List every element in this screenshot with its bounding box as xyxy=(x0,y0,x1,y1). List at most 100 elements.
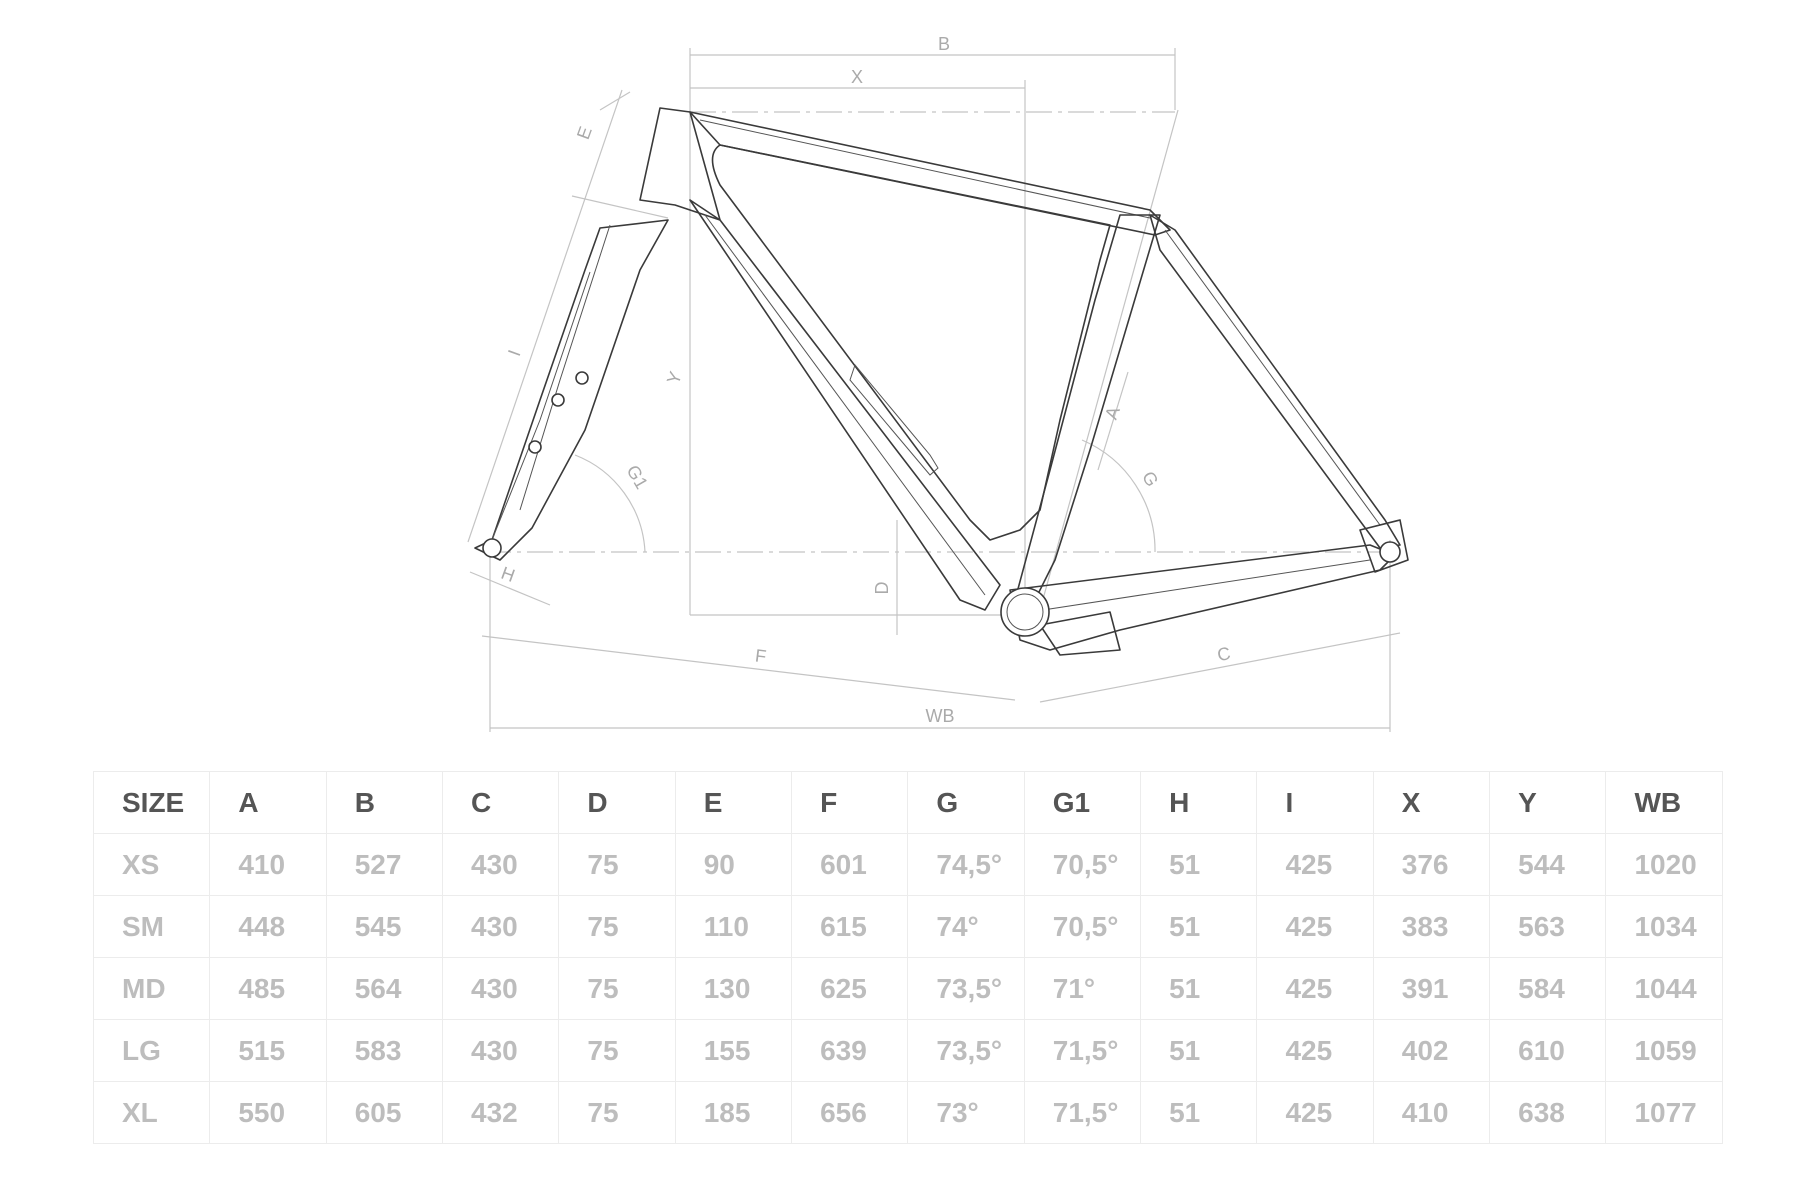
cell-y: 563 xyxy=(1489,895,1607,958)
table-header-row: SIZE A B C D E F G G1 H I X Y WB xyxy=(92,771,1723,834)
cell-x: 402 xyxy=(1372,1019,1491,1082)
cell-y: 638 xyxy=(1489,1081,1607,1144)
cell-g: 74° xyxy=(907,895,1025,958)
header-f: F xyxy=(791,771,909,834)
cell-a: 515 xyxy=(209,1019,327,1082)
cell-e: 185 xyxy=(674,1081,793,1144)
label-x: X xyxy=(851,67,863,87)
cell-f: 601 xyxy=(791,833,909,896)
cell-b: 545 xyxy=(325,895,444,958)
label-e: E xyxy=(573,124,596,142)
cell-i: 425 xyxy=(1256,1019,1374,1082)
cell-wb: 1059 xyxy=(1605,1019,1723,1082)
header-b: B xyxy=(325,771,444,834)
header-i: I xyxy=(1256,771,1374,834)
cell-d: 75 xyxy=(558,895,676,958)
cell-g: 73,5° xyxy=(907,957,1025,1020)
cell-wb: 1034 xyxy=(1605,895,1723,958)
cell-f: 656 xyxy=(791,1081,909,1144)
cell-e: 90 xyxy=(674,833,793,896)
header-size: SIZE xyxy=(92,771,211,834)
cell-i: 425 xyxy=(1256,1081,1374,1144)
cell-c: 432 xyxy=(442,1081,560,1144)
cell-c: 430 xyxy=(442,1019,560,1082)
label-wb: WB xyxy=(926,706,955,726)
label-d: D xyxy=(872,582,892,595)
header-e: E xyxy=(674,771,793,834)
cell-wb: 1020 xyxy=(1605,833,1723,896)
cell-d: 75 xyxy=(558,833,676,896)
label-y: Y xyxy=(663,369,686,387)
label-b: B xyxy=(938,34,950,54)
cell-b: 583 xyxy=(325,1019,444,1082)
cell-i: 425 xyxy=(1256,833,1374,896)
cell-g1: 71° xyxy=(1023,957,1142,1020)
label-i: I xyxy=(504,347,525,359)
label-g: G xyxy=(1138,468,1162,490)
cell-x: 376 xyxy=(1372,833,1491,896)
cell-size: SM xyxy=(92,895,211,958)
cell-b: 527 xyxy=(325,833,444,896)
cell-d: 75 xyxy=(558,1019,676,1082)
cell-e: 155 xyxy=(674,1019,793,1082)
cell-x: 391 xyxy=(1372,957,1491,1020)
cell-h: 51 xyxy=(1140,1019,1258,1082)
cell-d: 75 xyxy=(558,1081,676,1144)
cell-c: 430 xyxy=(442,833,560,896)
cell-x: 383 xyxy=(1372,895,1491,958)
cell-g: 73,5° xyxy=(907,1019,1025,1082)
label-f: F xyxy=(754,645,767,666)
cell-e: 110 xyxy=(674,895,793,958)
dimension-lines xyxy=(467,48,1401,732)
header-c: C xyxy=(442,771,560,834)
cell-i: 425 xyxy=(1256,957,1374,1020)
header-h: H xyxy=(1140,771,1258,834)
cell-a: 410 xyxy=(209,833,327,896)
cell-size: XL xyxy=(92,1081,211,1144)
frame-geometry-diagram: B X E I Y G1 A G D H F C WB xyxy=(467,34,1409,732)
header-x: X xyxy=(1372,771,1491,834)
cell-e: 130 xyxy=(674,957,793,1020)
cell-y: 544 xyxy=(1489,833,1607,896)
label-c: C xyxy=(1216,643,1233,665)
cell-h: 51 xyxy=(1140,895,1258,958)
cell-g: 73° xyxy=(907,1081,1025,1144)
cell-a: 448 xyxy=(209,895,327,958)
cell-x: 410 xyxy=(1372,1081,1491,1144)
header-g: G xyxy=(907,771,1025,834)
header-wb: WB xyxy=(1605,771,1723,834)
label-g1: G1 xyxy=(623,462,652,493)
cell-y: 584 xyxy=(1489,957,1607,1020)
cell-c: 430 xyxy=(442,895,560,958)
cell-a: 550 xyxy=(209,1081,327,1144)
cell-size: XS xyxy=(92,833,211,896)
cell-g1: 70,5° xyxy=(1023,833,1142,896)
cell-h: 51 xyxy=(1140,833,1258,896)
header-g1: G1 xyxy=(1023,771,1142,834)
cell-i: 425 xyxy=(1256,895,1374,958)
cell-wb: 1077 xyxy=(1605,1081,1723,1144)
cell-c: 430 xyxy=(442,957,560,1020)
header-a: A xyxy=(209,771,327,834)
cell-g: 74,5° xyxy=(907,833,1025,896)
cell-size: MD xyxy=(92,957,211,1020)
label-a: A xyxy=(1101,404,1124,422)
cell-f: 615 xyxy=(791,895,909,958)
cell-wb: 1044 xyxy=(1605,957,1723,1020)
header-y: Y xyxy=(1489,771,1607,834)
cell-b: 564 xyxy=(325,957,444,1020)
cell-f: 625 xyxy=(791,957,909,1020)
cell-y: 610 xyxy=(1489,1019,1607,1082)
cell-g1: 71,5° xyxy=(1023,1019,1142,1082)
bike-frame-drawing xyxy=(474,107,1409,656)
header-d: D xyxy=(558,771,676,834)
cell-size: LG xyxy=(92,1019,211,1082)
cell-d: 75 xyxy=(558,957,676,1020)
